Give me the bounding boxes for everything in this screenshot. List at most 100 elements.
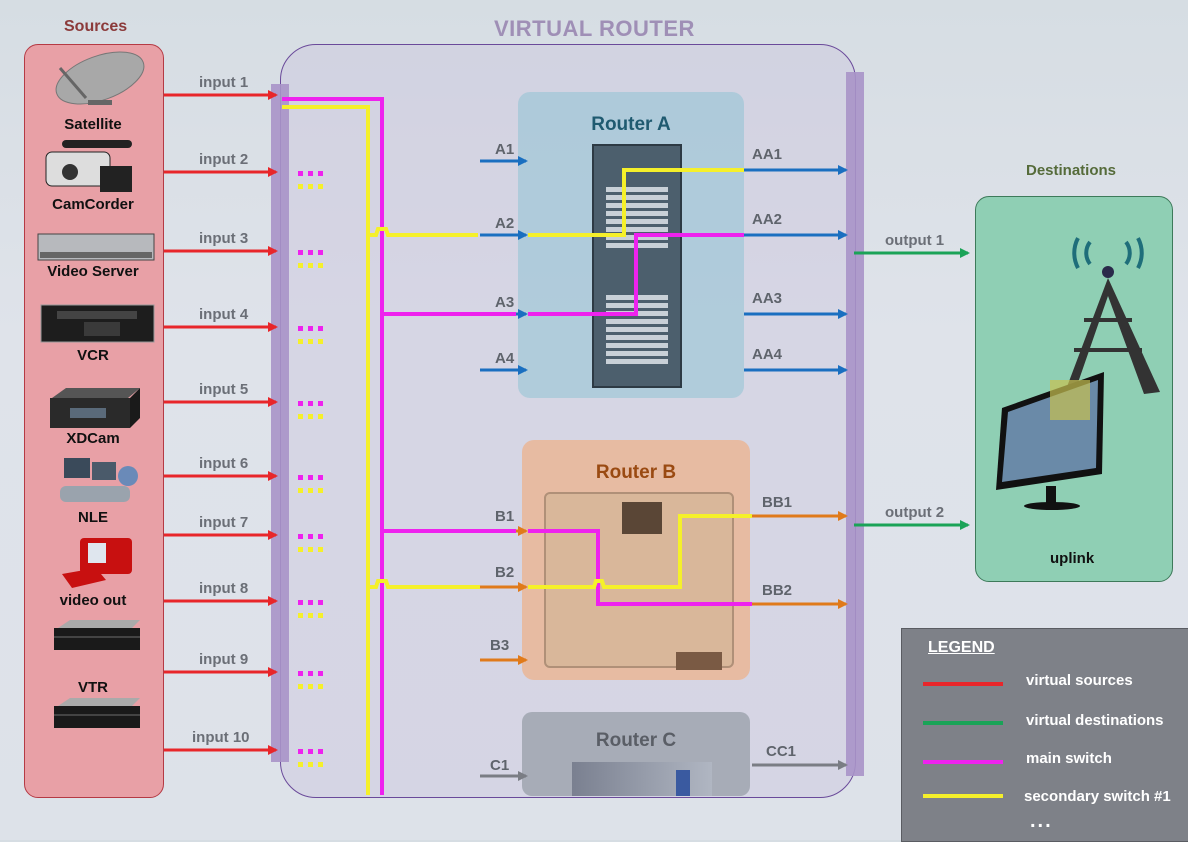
router-b-input-label: B3: [490, 637, 510, 654]
monitor-icon[interactable]: [996, 372, 1104, 510]
satellite-dish-icon[interactable]: [49, 42, 151, 115]
computer-icon[interactable]: [62, 538, 132, 588]
more-dot: [308, 613, 313, 618]
router-a-title: Router A: [591, 114, 671, 135]
more-dot: [308, 171, 313, 176]
source-label-camcorder: CamCorder: [52, 196, 134, 213]
vtr-icon[interactable]: [54, 698, 140, 728]
broadcast-tower-icon[interactable]: [1062, 237, 1160, 400]
more-dot: [318, 339, 323, 344]
more-dot: [308, 684, 313, 689]
legend-more: ...: [1030, 810, 1053, 832]
router-a-input-label: A1: [495, 141, 515, 158]
router-c-title: Router C: [595, 730, 677, 751]
output-label: output 2: [885, 504, 945, 521]
input-label: input 3: [199, 230, 249, 247]
more-dot: [298, 488, 303, 493]
router-c-input-label: C1: [490, 757, 510, 774]
legend-swatch-main-switch: [923, 760, 1003, 764]
more-dot: [298, 263, 303, 268]
video-server-icon[interactable]: [37, 233, 155, 261]
more-dot: [298, 326, 303, 331]
legend-title: LEGEND: [928, 639, 995, 656]
source-label-vcr: VCR: [77, 347, 109, 364]
router-a-output-label: AA2: [752, 211, 783, 228]
router-b-output-label: BB2: [762, 582, 793, 599]
more-dot: [308, 401, 313, 406]
more-dot: [298, 762, 303, 767]
more-dot: [298, 184, 303, 189]
secondary-switch-b2-bb1: [528, 514, 752, 589]
more-dot: [308, 263, 313, 268]
router-a-output-label: AA4: [752, 346, 783, 363]
secondary-switch-to-b2: [368, 579, 480, 589]
more-dot: [318, 534, 323, 539]
more-dot: [318, 600, 323, 605]
more-dot: [308, 671, 313, 676]
more-dot: [298, 414, 303, 419]
more-dot: [308, 534, 313, 539]
more-dot: [318, 414, 323, 419]
more-dot: [308, 475, 313, 480]
xdcam-icon[interactable]: [50, 388, 140, 428]
more-dot: [298, 600, 303, 605]
vtr-icon[interactable]: [54, 620, 140, 650]
vcr-icon[interactable]: [40, 304, 155, 343]
source-label-nle: NLE: [78, 509, 108, 526]
router-c[interactable]: Router C: [522, 712, 750, 796]
secondary-switch-to-a2: [368, 227, 478, 237]
main-switch-trunk: [282, 97, 384, 795]
more-dot: [308, 184, 313, 189]
more-dot: [298, 684, 303, 689]
router-a-output-label: AA3: [752, 290, 783, 307]
virtual-router-title: VIRTUAL ROUTER: [494, 16, 695, 41]
sources-heading: Sources: [64, 18, 128, 35]
secondary-switch-a2-aa1: [528, 168, 744, 237]
router-b[interactable]: Router B: [522, 440, 750, 680]
router-b-device-icon: [544, 492, 734, 670]
output-bus: [846, 72, 864, 776]
more-dot: [308, 547, 313, 552]
nle-workstation-icon[interactable]: [60, 458, 138, 502]
legend-label-virtual-destinations: virtual destinations: [1026, 712, 1164, 729]
input-label: input 10: [192, 729, 250, 746]
more-dot: [318, 671, 323, 676]
legend-label-virtual-sources: virtual sources: [1026, 672, 1133, 689]
more-dot: [298, 534, 303, 539]
router-b-input-label: B2: [495, 564, 515, 581]
more-dot: [308, 250, 313, 255]
more-dot: [298, 613, 303, 618]
more-dot: [298, 671, 303, 676]
router-a[interactable]: Router A: [518, 92, 744, 398]
input-label: input 2: [199, 151, 249, 168]
more-dot: [318, 749, 323, 754]
router-c-output-label: CC1: [766, 743, 797, 760]
input-label: input 8: [199, 580, 249, 597]
input-label: input 5: [199, 381, 249, 398]
main-switch-b1-bb2: [528, 529, 752, 606]
destinations-heading: Destinations: [1026, 162, 1117, 179]
more-dot: [298, 475, 303, 480]
legend-label-main-switch: main switch: [1026, 750, 1112, 767]
more-dot: [308, 326, 313, 331]
more-dot: [318, 488, 323, 493]
destination-label-uplink: uplink: [1050, 550, 1095, 567]
input-label: input 7: [199, 514, 249, 531]
router-a-input-label: A3: [495, 294, 515, 311]
source-label-satellite: Satellite: [64, 116, 122, 133]
router-b-input-label: B1: [495, 508, 515, 525]
router-b-output-label: BB1: [762, 494, 793, 511]
more-dot: [308, 749, 313, 754]
legend-swatch-virtual-sources: [923, 682, 1003, 686]
more-dot: [308, 339, 313, 344]
source-label-video-server: Video Server: [47, 263, 139, 280]
more-dot: [318, 684, 323, 689]
more-dot: [318, 184, 323, 189]
camcorder-icon[interactable]: [45, 140, 132, 192]
more-dot: [318, 613, 323, 618]
more-dot: [318, 250, 323, 255]
legend-panel: [901, 628, 1188, 842]
